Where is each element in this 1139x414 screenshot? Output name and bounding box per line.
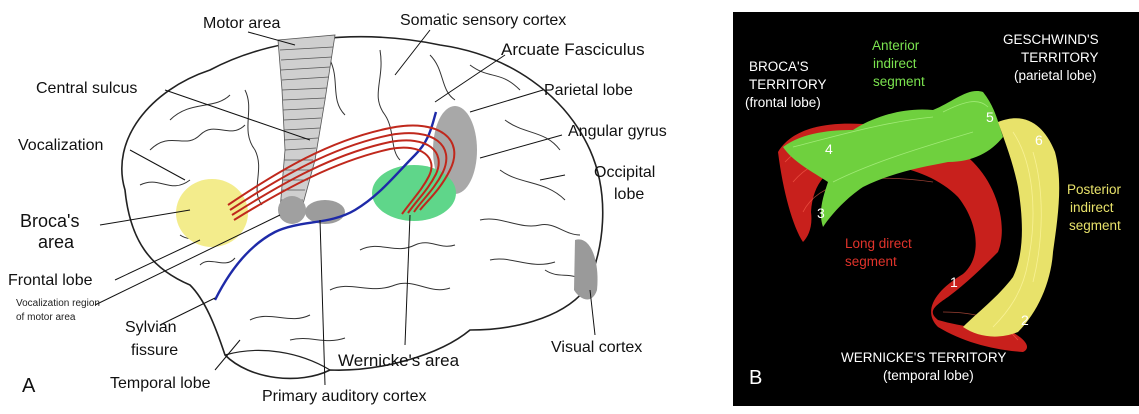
marker-5: 5 (986, 109, 994, 125)
label-sylvian-line2: fissure (131, 342, 178, 359)
broca-area-fill (176, 179, 248, 247)
label-parietal-lobe: Parietal lobe (544, 82, 633, 99)
label-long-line1: Long direct (845, 236, 912, 251)
label-long-line2: segment (845, 254, 897, 269)
marker-1: 1 (950, 274, 958, 290)
label-broca-line1: BROCA'S (749, 59, 809, 74)
label-posterior-line1: Posterior (1067, 182, 1122, 197)
panel-b-letter: B (749, 367, 762, 389)
label-vocalization: Vocalization (18, 137, 103, 154)
label-somatic-sensory-cortex: Somatic sensory cortex (400, 12, 566, 29)
label-occipital-line1: Occipital (594, 164, 655, 181)
marker-2: 2 (1021, 312, 1029, 328)
marker-4: 4 (825, 141, 833, 157)
label-occipital-line2: lobe (614, 186, 644, 203)
label-wernicke-line2: (temporal lobe) (883, 368, 974, 383)
label-wernicke-line1: WERNICKE'S TERRITORY (841, 350, 1006, 365)
label-angular-gyrus: Angular gyrus (568, 123, 667, 140)
label-broca-line2: TERRITORY (749, 77, 827, 92)
label-arcuate-fasciculus: Arcuate Fasciculus (501, 40, 645, 59)
label-vocal-region-line1: Vocalization region (16, 298, 100, 309)
marker-6: 6 (1035, 132, 1043, 148)
panel-a-brain-diagram: Motor area Somatic sensory cortex Arcuat… (0, 0, 720, 409)
label-anterior-line1: Anterior (872, 38, 920, 53)
label-temporal-lobe: Temporal lobe (110, 375, 211, 392)
label-frontal-lobe: Frontal lobe (8, 272, 93, 289)
label-visual-cortex: Visual cortex (551, 339, 642, 356)
label-posterior-line2: indirect (1070, 200, 1114, 215)
label-sylvian-line1: Sylvian (125, 319, 177, 336)
label-posterior-line3: segment (1069, 218, 1121, 233)
label-anterior-line2: indirect (873, 56, 917, 71)
label-broca-line3: (frontal lobe) (745, 95, 821, 110)
tractography-svg: 1 2 3 4 5 6 BROCA'S TERRITORY (frontal l… (733, 12, 1139, 406)
marker-3: 3 (817, 205, 825, 221)
label-geschwind-line1: GESCHWIND'S (1003, 32, 1099, 47)
label-geschwind-line3: (parietal lobe) (1014, 68, 1097, 83)
panel-a-letter: A (22, 375, 36, 397)
label-anterior-line3: segment (873, 74, 925, 89)
label-geschwind-line2: TERRITORY (1021, 50, 1099, 65)
label-wernickes-area: Wernicke's area (338, 351, 460, 370)
label-motor-area: Motor area (203, 15, 280, 32)
label-brocas-line1: Broca's (20, 211, 79, 231)
panel-b-tractography: 1 2 3 4 5 6 BROCA'S TERRITORY (frontal l… (733, 12, 1139, 406)
vocalization-region (278, 196, 306, 224)
label-primary-auditory-cortex: Primary auditory cortex (262, 388, 427, 405)
label-central-sulcus: Central sulcus (36, 80, 137, 97)
brain-lateral-view-svg: Motor area Somatic sensory cortex Arcuat… (0, 0, 720, 409)
label-vocal-region-line2: of motor area (16, 312, 76, 323)
label-brocas-line2: area (38, 232, 75, 252)
